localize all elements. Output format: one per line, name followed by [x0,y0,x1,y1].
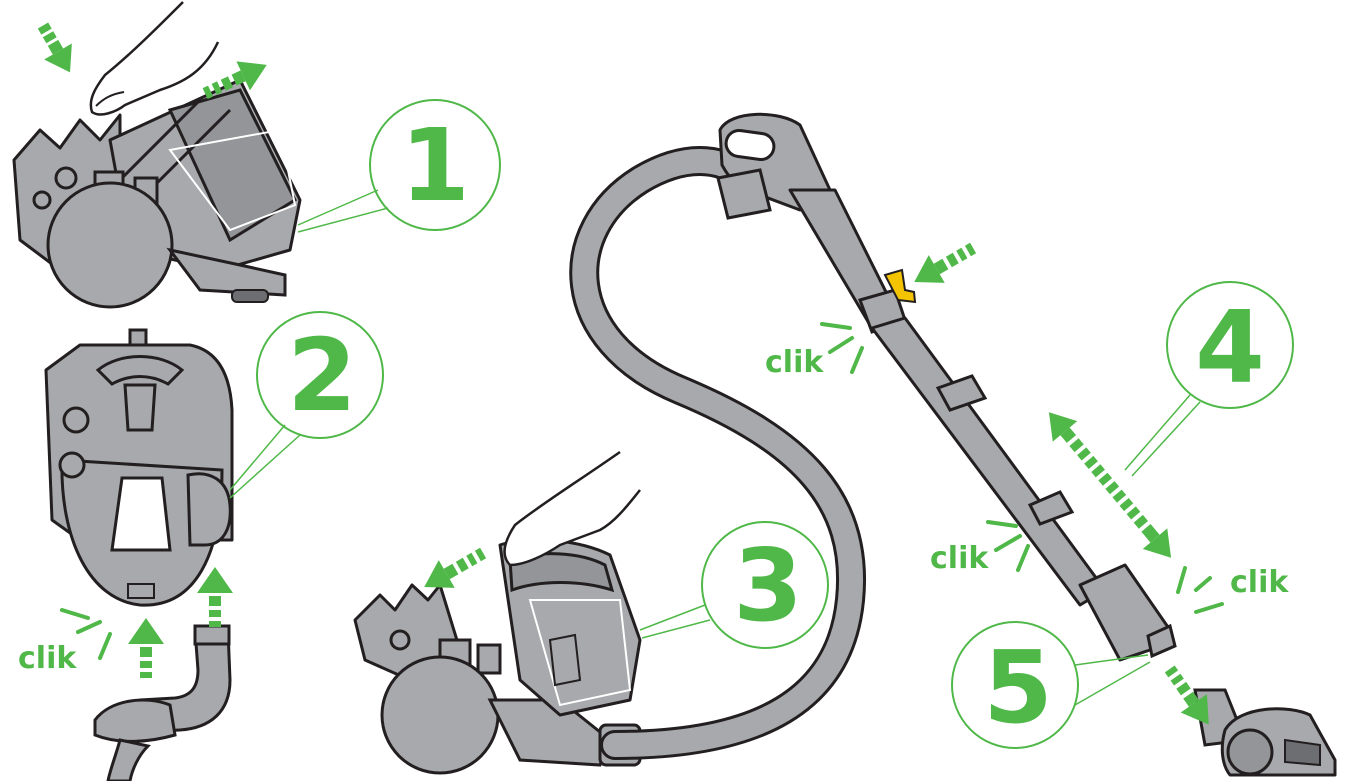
step-number-5: 5 [983,629,1053,746]
clik-label: clik [1230,565,1289,600]
arrow-trigger [914,242,977,283]
clik-marker-3: clik [930,520,1030,576]
clik-marker-1: clik [18,608,112,676]
arrow-up-left [128,618,164,678]
figure-1-canister [12,1,302,309]
step-callout-1: 1 [297,99,501,233]
clik-marker-2: clik [765,322,864,380]
figure-3-canister-bin [353,450,642,775]
arrow-bin-insert [424,547,487,588]
step-callout-5: 5 [951,621,1151,749]
figure-2-canister-bottom [44,328,234,781]
clik-label: clik [930,541,989,576]
hose-and-wand [569,112,1337,777]
arrow-floor-tool [1164,665,1209,725]
clik-label: clik [18,641,77,676]
step-callout-4: 4 [1124,281,1294,477]
arrow-press-down [37,22,72,73]
step-callout-3: 3 [639,521,829,649]
direction-arrows [37,22,1209,725]
clik-label: clik [765,345,824,380]
step-number-4: 4 [1195,289,1265,406]
arrow-extend-wand [1048,412,1172,558]
step-number-3: 3 [733,527,803,644]
step-number-2: 2 [287,317,357,434]
step-callout-2: 2 [229,311,384,499]
clik-marker-4: clik [1176,565,1289,614]
step-number-1: 1 [400,107,470,224]
arrow-pull-out [202,61,267,100]
arrow-up-right [197,567,233,627]
